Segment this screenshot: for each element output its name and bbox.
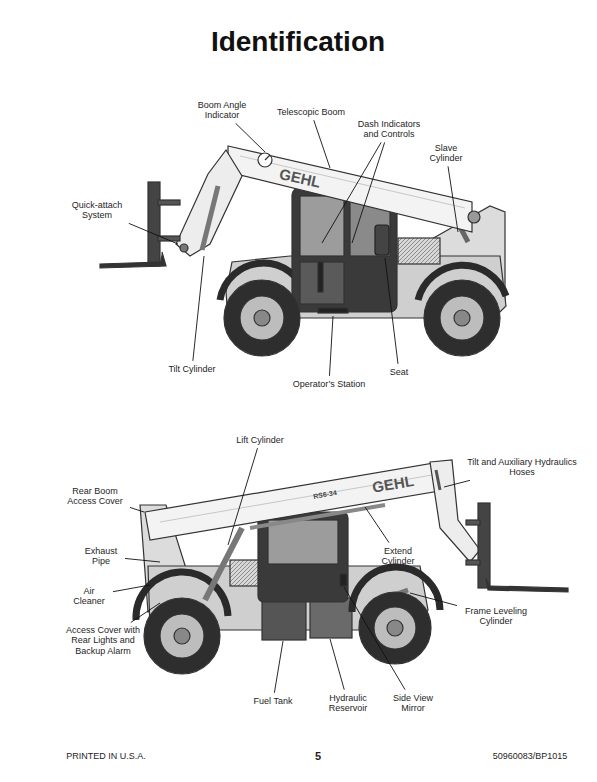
- part-label: Lift Cylinder: [236, 435, 284, 445]
- part-label: Seat: [390, 367, 409, 377]
- part-label: Boom Angle Indicator: [191, 100, 253, 121]
- part-label: Quick-attach System: [65, 200, 129, 221]
- leader-line: [113, 585, 150, 592]
- leader-line: [352, 142, 385, 243]
- part-label: Telescopic Boom: [277, 107, 345, 117]
- part-label: Air Cleaner: [68, 586, 110, 607]
- leader-line: [314, 120, 330, 168]
- leader-line: [329, 316, 333, 376]
- leader-line: [193, 256, 204, 361]
- model-number: RS6-34: [313, 489, 338, 501]
- brand-logo: GEHL: [371, 472, 415, 496]
- leader-line: [344, 587, 405, 690]
- leader-line: [385, 258, 398, 364]
- footer-text: PRINTED IN U.S.A.: [66, 751, 146, 761]
- part-label: Tilt Cylinder: [168, 364, 215, 374]
- part-label: Tilt and Auxiliary Hydraulics Hoses: [463, 457, 581, 478]
- part-label: Extend Cylinder: [374, 546, 422, 567]
- part-label: Slave Cylinder: [425, 143, 467, 164]
- leader-line: [322, 142, 381, 243]
- part-label: Access Cover with Rear Lights and Backup…: [62, 625, 144, 656]
- telehandler-side-right: [136, 460, 568, 674]
- part-label: Hydraulic Reservoir: [322, 693, 374, 714]
- leader-line: [330, 639, 344, 690]
- part-label: Dash Indicators and Controls: [350, 119, 428, 140]
- leader-line: [365, 507, 389, 543]
- page-title: Identification: [211, 26, 385, 58]
- leader-line: [410, 593, 457, 606]
- leader-line: [129, 223, 178, 244]
- part-label: Frame Leveling Cylinder: [460, 606, 532, 627]
- part-label: Fuel Tank: [254, 696, 293, 706]
- leader-lines: [113, 120, 470, 693]
- leader-line: [444, 480, 470, 487]
- brand-logo: GEHL: [278, 165, 322, 191]
- leader-line: [130, 507, 144, 512]
- leader-line: [131, 603, 160, 622]
- leader-line: [228, 448, 258, 545]
- footer-text: 50960083/BP1015: [493, 751, 568, 761]
- leader-line: [236, 123, 265, 152]
- part-label: Operator’s Station: [293, 379, 366, 389]
- leader-line: [125, 558, 160, 562]
- telehandler-side-left: [100, 146, 506, 356]
- part-label: Rear Boom Access Cover: [63, 486, 127, 507]
- page-number: 5: [315, 750, 321, 763]
- leader-line: [448, 166, 458, 232]
- part-label: Exhaust Pipe: [80, 546, 122, 567]
- leader-line: [274, 641, 283, 693]
- part-label: Side View Mirror: [390, 693, 436, 714]
